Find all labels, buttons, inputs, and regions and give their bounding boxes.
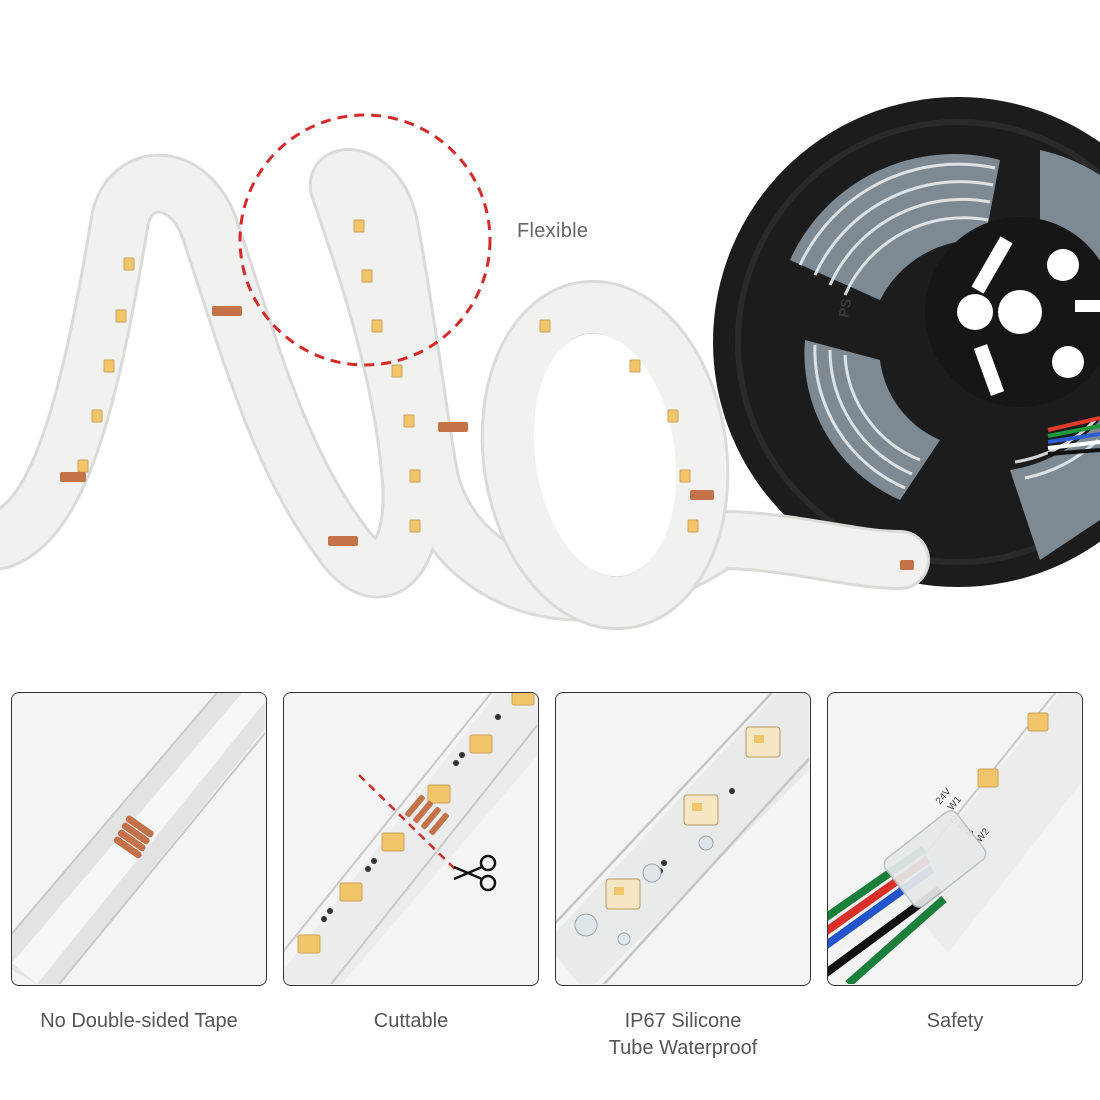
led-strip-illustration: PS	[0, 97, 1100, 631]
caption-safety: Safety	[926, 1010, 984, 1032]
hero-product-image: PS	[0, 97, 1100, 631]
strip-connector	[883, 810, 987, 908]
feature-panel-waterproof	[555, 692, 811, 986]
caption-no-double-sided-tape: No Double-sided Tape	[40, 1010, 238, 1032]
no-tape-closeup	[12, 693, 265, 984]
flexible-label: Flexible	[517, 220, 589, 242]
water-droplets	[574, 835, 714, 946]
safety-connector-closeup: 24V W1 G R B W2	[828, 693, 1081, 984]
feature-panel-cuttable	[283, 692, 539, 986]
scissors-icon	[453, 854, 497, 892]
cut-line	[358, 774, 460, 874]
caption-cuttable: Cuttable	[373, 1010, 449, 1032]
waterproof-closeup	[556, 693, 809, 984]
strip-reel: PS	[713, 97, 1100, 587]
flexible-callout-circle	[238, 113, 492, 367]
feature-panel-no-tape	[11, 692, 267, 986]
flexible-strip	[0, 148, 930, 631]
reel-marking: PS	[835, 297, 854, 318]
caption-ip67-waterproof: IP67 Silicone Tube Waterproof	[608, 1010, 758, 1059]
cuttable-closeup	[284, 693, 537, 984]
feature-panel-safety: 24V W1 G R B W2	[827, 692, 1083, 986]
